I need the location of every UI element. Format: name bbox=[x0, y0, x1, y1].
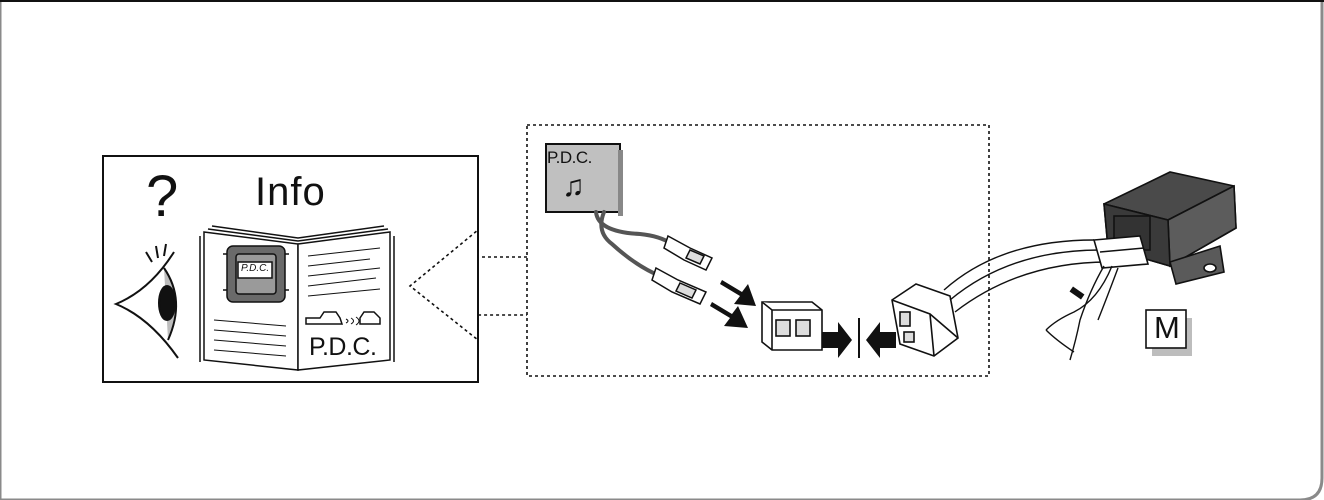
connector-panel-box bbox=[526, 124, 990, 377]
question-mark: ? bbox=[146, 164, 179, 229]
harness-cable bbox=[943, 239, 1109, 313]
harness-connector bbox=[891, 283, 959, 357]
pdc-wires bbox=[594, 210, 674, 278]
module-wires bbox=[1045, 265, 1119, 361]
pdc-box-label: P.D.C. bbox=[547, 148, 592, 167]
cable-tie-icon bbox=[1069, 286, 1085, 300]
module-label: M bbox=[1154, 310, 1180, 345]
spade-terminals bbox=[651, 234, 714, 305]
female-connector bbox=[761, 301, 823, 351]
book-pdc-label: P.D.C. bbox=[309, 333, 377, 361]
info-arrow bbox=[408, 228, 527, 342]
control-module-icon bbox=[1092, 171, 1237, 285]
m-label-box bbox=[1145, 309, 1187, 349]
pdc-box bbox=[545, 143, 621, 213]
music-note-icon: ♫ bbox=[562, 170, 585, 203]
pdc-unit-icon bbox=[223, 245, 289, 303]
pdc-box-shadow bbox=[618, 150, 623, 216]
unit-pdc-label: P.D.C. bbox=[241, 263, 270, 274]
eye-icon bbox=[113, 243, 179, 359]
info-title: Info bbox=[255, 170, 326, 214]
push-arrows bbox=[710, 280, 896, 358]
